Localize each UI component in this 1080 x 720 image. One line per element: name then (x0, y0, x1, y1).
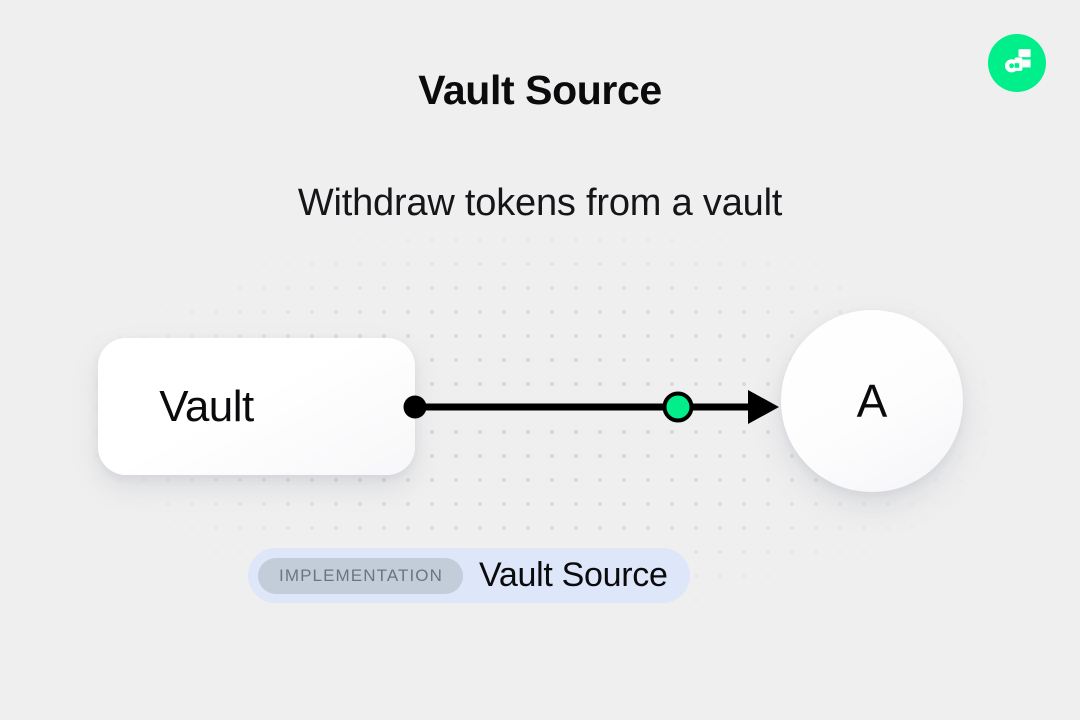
implementation-badge[interactable]: IMPLEMENTATION Vault Source (248, 548, 690, 603)
page-title: Vault Source (418, 67, 662, 113)
node-vault-label: Vault (159, 381, 254, 431)
flow-logo-icon (988, 34, 1046, 92)
node-account-label: A (856, 375, 888, 427)
page-subtitle: Withdraw tokens from a vault (297, 182, 783, 224)
edge-arrowhead-icon (748, 390, 779, 424)
node-vault[interactable]: Vault (98, 338, 415, 475)
implementation-name: Vault Source (479, 556, 668, 594)
flow-logo-glyph (1005, 49, 1031, 73)
edge-source-handle[interactable] (403, 395, 427, 419)
edge-midpoint-node[interactable] (662, 391, 694, 423)
implementation-tag-label: IMPLEMENTATION (258, 557, 464, 594)
node-account[interactable]: A (781, 310, 963, 492)
